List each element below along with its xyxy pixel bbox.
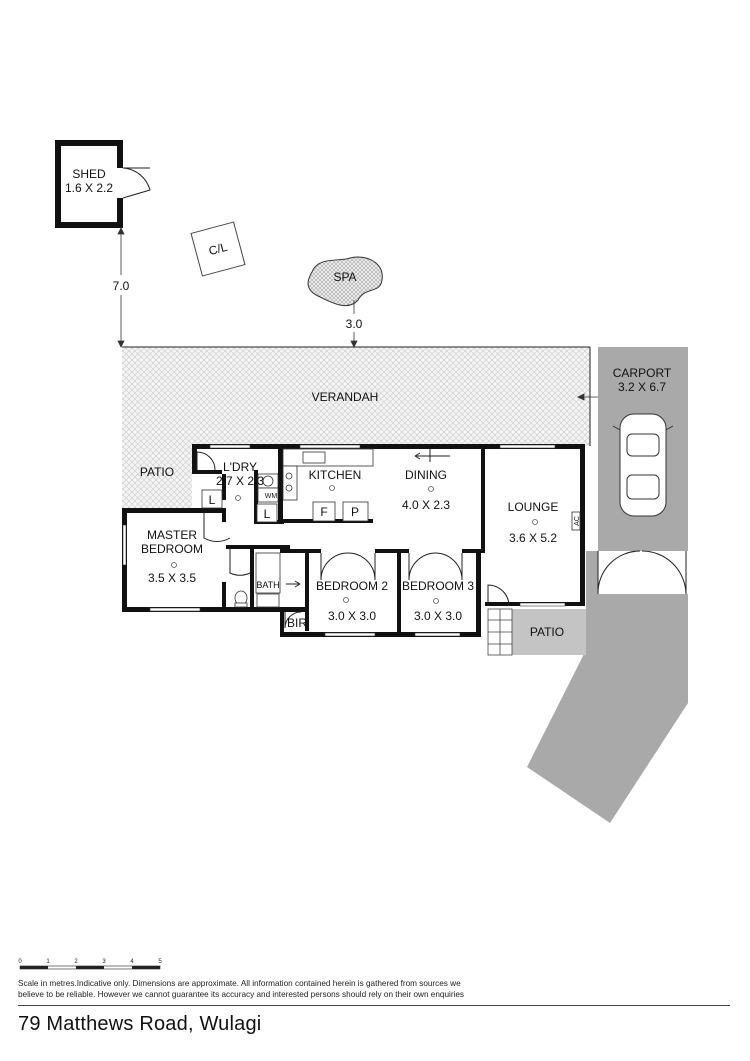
master-label-line1: MASTER [147, 528, 197, 542]
property-address: 79 Matthews Road, Wulagi [18, 1013, 262, 1035]
linen-cupboard-2 [256, 503, 278, 523]
scale-tick-3: 3 [102, 959, 106, 965]
carport-label: CARPORT [613, 366, 672, 380]
footer-divider [18, 1005, 730, 1006]
clothesline-label: C/L [207, 240, 229, 258]
disclaimer-line2: believe to be reliable. However we canno… [18, 990, 465, 999]
carport-door [597, 550, 688, 595]
dining-dims: 4.0 X 2.3 [402, 498, 450, 512]
scale-bar: 0 1 2 3 4 5 [18, 959, 162, 970]
ceiling-lights [171, 485, 538, 604]
laundry-label: L'DRY [223, 460, 257, 474]
patio-right-label: PATIO [530, 625, 564, 639]
shed-dims: 1.6 X 2.2 [65, 181, 113, 195]
car-icon [612, 413, 674, 517]
kitchen-label: KITCHEN [309, 468, 362, 482]
shed [55, 140, 151, 228]
fridge-space [312, 501, 336, 522]
bedroom2-label: BEDROOM 2 [316, 579, 388, 593]
bedroom2-dims: 3.0 X 3.0 [328, 609, 376, 623]
scale-tick-1: 1 [46, 959, 50, 965]
patio-left-label: PATIO [140, 465, 174, 479]
spa-label: SPA [333, 270, 356, 284]
disclaimer-line1: Scale in metres.Indicative only. Dimensi… [18, 979, 461, 988]
lounge-dims: 3.6 X 5.2 [509, 531, 557, 545]
washing-machine-label: WM [265, 493, 278, 500]
fridge-label: F [320, 505, 327, 519]
aircon-label: AC [574, 516, 581, 526]
bedroom3-dims: 3.0 X 3.0 [414, 609, 462, 623]
dining-label: DINING [405, 468, 447, 482]
pantry-label: P [351, 505, 359, 519]
verandah-label: VERANDAH [312, 390, 379, 404]
bath-label: BATH [256, 580, 279, 590]
spa [307, 256, 383, 307]
carport-dims: 3.2 X 6.7 [618, 380, 666, 394]
lounge-label: LOUNGE [508, 500, 559, 514]
patio-left-area [122, 446, 192, 510]
scale-tick-5: 5 [158, 959, 162, 965]
linen2-label: L [264, 507, 271, 521]
scale-tick-2: 2 [74, 959, 78, 965]
shed-label: SHED [72, 167, 106, 181]
bedroom3-label: BEDROOM 3 [402, 579, 474, 593]
shed-distance: 7.0 [113, 279, 130, 293]
master-label-line2: BEDROOM [141, 542, 203, 556]
bath-fixtures [234, 511, 581, 608]
steps [487, 608, 513, 656]
linen1-label: L [209, 493, 216, 507]
pantry [342, 501, 369, 522]
bir-label: BIR [287, 616, 307, 630]
dimension-lines [117, 227, 598, 401]
spa-distance: 3.0 [346, 317, 363, 331]
disclaimer: Scale in metres.Indicative only. Dimensi… [18, 978, 618, 1000]
master-dims: 3.5 X 3.5 [148, 571, 196, 585]
laundry-dims: 2.7 X 2.3 [216, 474, 264, 488]
verandah [122, 347, 590, 446]
clothesline [190, 221, 246, 277]
windows [122, 444, 566, 637]
kitchen-fixtures [201, 448, 374, 523]
linen-cupboard-1 [201, 489, 223, 509]
patio-right-area [512, 609, 586, 655]
scale-tick-4: 4 [130, 959, 134, 965]
aircon-unit [571, 511, 581, 531]
doors [196, 449, 510, 629]
scale-tick-0: 0 [18, 959, 22, 965]
